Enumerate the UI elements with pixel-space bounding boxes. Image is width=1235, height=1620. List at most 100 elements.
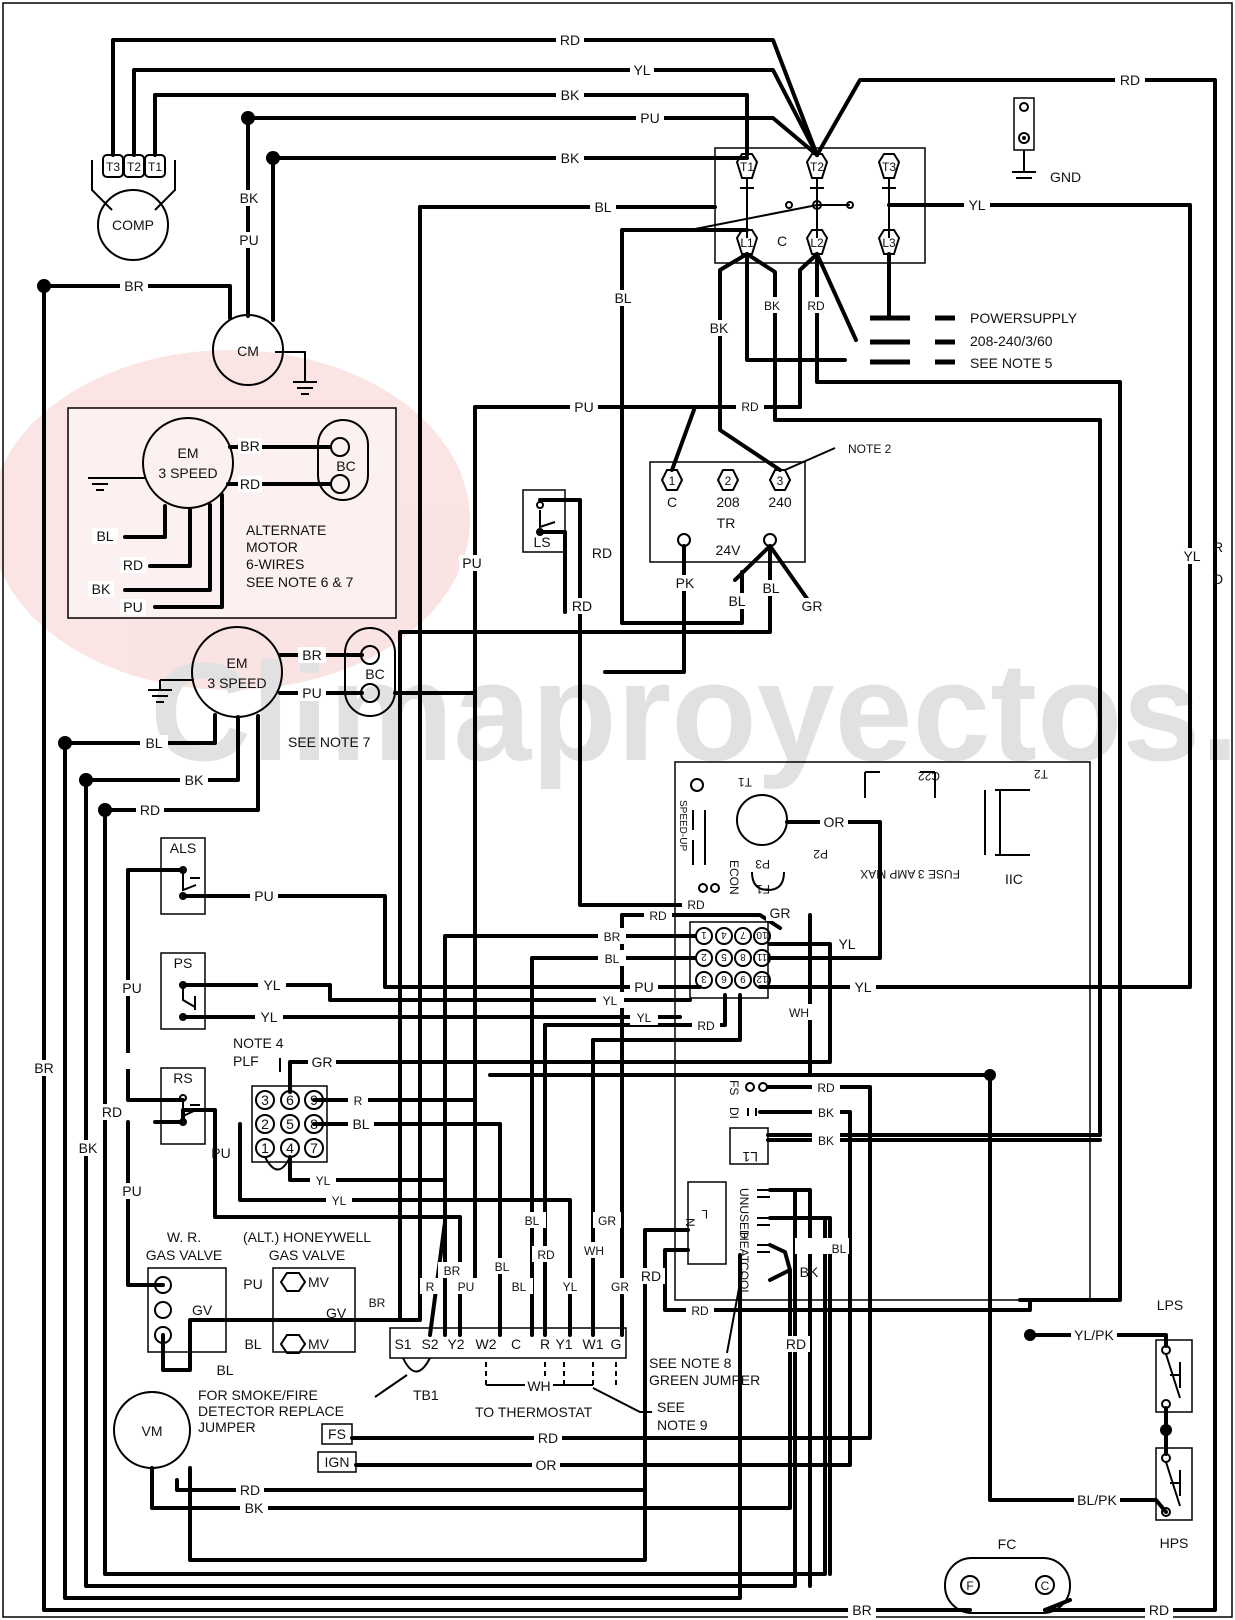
wire-label-gr: GR — [598, 1214, 616, 1228]
wire-label-rd: RD — [102, 1104, 122, 1120]
lps-switch: LPS — [1155, 1297, 1193, 1413]
ground-terminal: GND — [1012, 97, 1081, 185]
em-alt-bc: BC — [336, 458, 355, 474]
board-pin-5: 5 — [721, 951, 727, 962]
tb1-terminals: S1 S2 Y2 W2 C R Y1 W1 G — [394, 1336, 621, 1352]
board-pin-10: 10 — [756, 929, 768, 940]
tb1-c: C — [511, 1336, 521, 1352]
wire-label-bk: BK — [818, 1134, 834, 1148]
plf-3: 3 — [261, 1092, 269, 1108]
als-label: ALS — [170, 840, 196, 856]
board-n: N — [683, 1218, 697, 1227]
plf-name: PLF — [233, 1053, 259, 1069]
hw-line2: GAS VALVE — [269, 1247, 346, 1263]
wire-label-wh: WH — [584, 1244, 604, 1258]
note-see8a: SEE NOTE 8 — [649, 1355, 732, 1371]
wire-label-yl: YL — [332, 1194, 347, 1208]
plf-4: 4 — [286, 1140, 294, 1156]
em-alt-note3: 6-WIRES — [246, 556, 304, 572]
contactor-l3: L3 — [882, 236, 896, 250]
wr-gas-valve: W. R. GAS VALVE GV — [146, 1229, 227, 1353]
wire-label-pu: PU — [243, 1276, 262, 1292]
wire-label-bl: BL — [594, 199, 611, 215]
comp-t3: T3 — [106, 160, 120, 174]
tb1-r: R — [540, 1336, 550, 1352]
wire-label-rd: RD — [240, 476, 260, 492]
wire-label-rd: RD — [641, 1268, 661, 1284]
hw-gv: GV — [326, 1305, 347, 1321]
alternate-motor-box: EM 3 SPEED BC ALTERNATE MOTOR 6-WIRES SE… — [67, 407, 397, 619]
wire-label-br: BR — [34, 1060, 53, 1076]
wire-label-rd: RD — [240, 1482, 260, 1498]
tr-24v: 24V — [716, 542, 742, 558]
board-pin-2: 2 — [701, 951, 707, 962]
wire-label-r-vert: R — [1213, 539, 1223, 555]
wire-label-pu: PU — [574, 399, 593, 415]
wire-label-or: OR — [824, 814, 845, 830]
wire-label-rd: RD — [1149, 1602, 1169, 1618]
board-l: L — [701, 1207, 708, 1221]
tb1-g: G — [611, 1336, 622, 1352]
evaporator-motor: EM 3 SPEED BC SEE NOTE 7 — [148, 626, 396, 750]
wire-label-br: BR — [852, 1602, 871, 1618]
wire-label-pu: PU — [239, 232, 258, 248]
wire-label-or: OR — [536, 1457, 557, 1473]
wire-label-pu: PU — [122, 980, 141, 996]
note-smoke2: DETECTOR REPLACE — [198, 1403, 344, 1419]
board-pin-7: 7 — [740, 929, 746, 940]
wire-label-br: BR — [302, 647, 321, 663]
wire-label-rd: RD — [687, 898, 705, 912]
plf-2: 2 — [261, 1116, 269, 1132]
wire-label-bl: BL — [832, 1242, 847, 1256]
em-speed: 3 SPEED — [207, 675, 266, 691]
contactor-t2: T2 — [810, 160, 824, 174]
board-speedup: SPEED-UP — [677, 800, 688, 851]
wire-label-blpk: BL/PK — [1077, 1492, 1117, 1508]
wire-label-pu: PU — [458, 1280, 475, 1294]
plf-6: 6 — [286, 1092, 294, 1108]
hw-line1: (ALT.) HONEYWELL — [243, 1229, 371, 1245]
em-note: SEE NOTE 7 — [288, 734, 371, 750]
note-see9b: NOTE 9 — [657, 1417, 708, 1433]
ps-label: PS — [174, 955, 193, 971]
em-alt-name: EM — [178, 445, 199, 461]
wire-label-bk: BK — [185, 772, 204, 788]
board-pin-12: 12 — [756, 973, 768, 984]
em-bc: BC — [365, 666, 384, 682]
tr-c: C — [667, 494, 677, 510]
board-iic: IIC — [1005, 871, 1023, 887]
wire-label-bk: BK — [561, 87, 580, 103]
em-alt-note4: SEE NOTE 6 & 7 — [246, 574, 354, 590]
wire-label-rd: RD — [697, 1019, 715, 1033]
gnd-label: GND — [1050, 169, 1081, 185]
wire-label-yl: YL — [316, 1174, 331, 1188]
board-pin-1: 1 — [701, 929, 707, 940]
wire-label-bk: BK — [818, 1106, 834, 1120]
wire-label-wh: WH — [789, 1006, 809, 1020]
wire-label-rd: RD — [538, 1430, 558, 1446]
power-line3: SEE NOTE 5 — [970, 355, 1053, 371]
plf-7: 7 — [310, 1140, 318, 1156]
wire-label-bk: BK — [800, 1264, 819, 1280]
wire-label-pk: PK — [676, 575, 695, 591]
wire-label-rd: RD — [572, 598, 592, 614]
wire-label-bl: BL — [762, 580, 779, 596]
board-l1: L1 — [742, 1149, 758, 1165]
note-thermostat: TO THERMOSTAT — [475, 1404, 593, 1420]
vm-label: VM — [142, 1423, 163, 1439]
wire-label-br: BR — [604, 930, 621, 944]
wire-label-rd: RD — [817, 1081, 835, 1095]
wire-label-yl: YL — [260, 1009, 277, 1025]
wire-label-bl: BL — [525, 1214, 540, 1228]
comp-t2: T2 — [127, 160, 141, 174]
wire-label-bl: BL — [605, 952, 620, 966]
contactor-t3: T3 — [882, 160, 896, 174]
contactor: T1 T2 T3 L1 L2 L3 C — [689, 147, 926, 264]
fc-c: C — [1041, 1579, 1050, 1593]
ign-box-label: IGN — [325, 1454, 350, 1470]
wire-label-rd: RD — [140, 802, 160, 818]
contactor-l2: L2 — [810, 236, 824, 250]
wire-label-rd: RD — [649, 909, 667, 923]
note-smoke3: JUMPER — [198, 1419, 256, 1435]
board-fuse: FUSE 3 AMP MAX — [860, 867, 960, 881]
